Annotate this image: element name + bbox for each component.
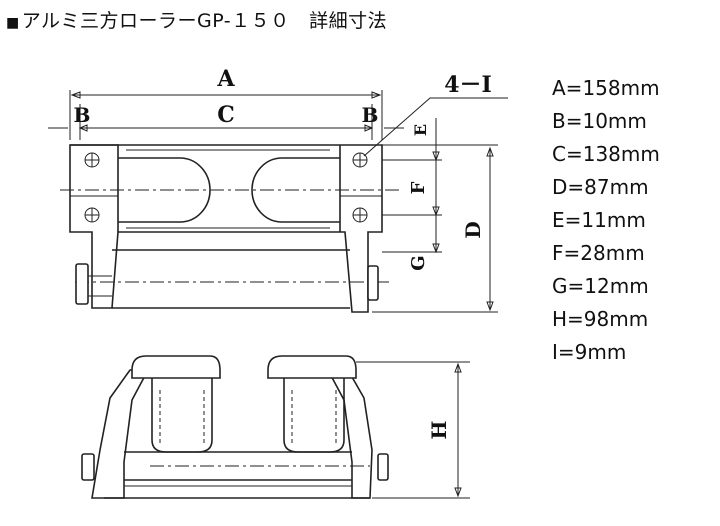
- title-marker: ■: [6, 15, 20, 31]
- spec-f: F=28mm: [552, 241, 645, 265]
- dimension-efg: E F G: [382, 118, 442, 271]
- label-h: H: [427, 421, 451, 440]
- spec-a: A=158mm: [552, 76, 660, 100]
- page-title: ■アルミ三方ローラーGP-１５０ 詳細寸法: [6, 6, 387, 33]
- dimension-d: D: [372, 144, 498, 313]
- label-b-right: B: [362, 103, 379, 127]
- spec-d: D=87mm: [552, 175, 649, 199]
- dimension-a: A: [69, 66, 383, 140]
- dimension-c: C B B: [48, 102, 404, 140]
- spec-h: H=98mm: [552, 307, 649, 331]
- spec-i: I=9mm: [552, 340, 627, 364]
- spec-b: B=10mm: [552, 109, 647, 133]
- spec-c: C=138mm: [552, 142, 660, 166]
- spec-g: G=12mm: [552, 274, 649, 298]
- label-d: D: [461, 221, 485, 238]
- label-f: F: [408, 181, 429, 194]
- front-view: [81, 355, 389, 499]
- title-text: アルミ三方ローラーGP-１５０ 詳細寸法: [21, 10, 388, 32]
- label-e: E: [411, 124, 430, 136]
- dimension-h: H: [356, 361, 470, 499]
- spec-list: A=158mm B=10mm C=138mm D=87mm E=11mm F=2…: [552, 72, 660, 369]
- label-g: G: [408, 255, 429, 270]
- label-b-left: B: [74, 103, 91, 127]
- top-view: [60, 144, 400, 313]
- dimension-i: 4－I: [363, 72, 508, 157]
- bolt-hole-icon: [84, 152, 368, 223]
- label-i: 4－I: [444, 72, 492, 98]
- label-a: A: [216, 66, 235, 92]
- spec-e: E=11mm: [552, 208, 646, 232]
- label-c: C: [217, 102, 235, 128]
